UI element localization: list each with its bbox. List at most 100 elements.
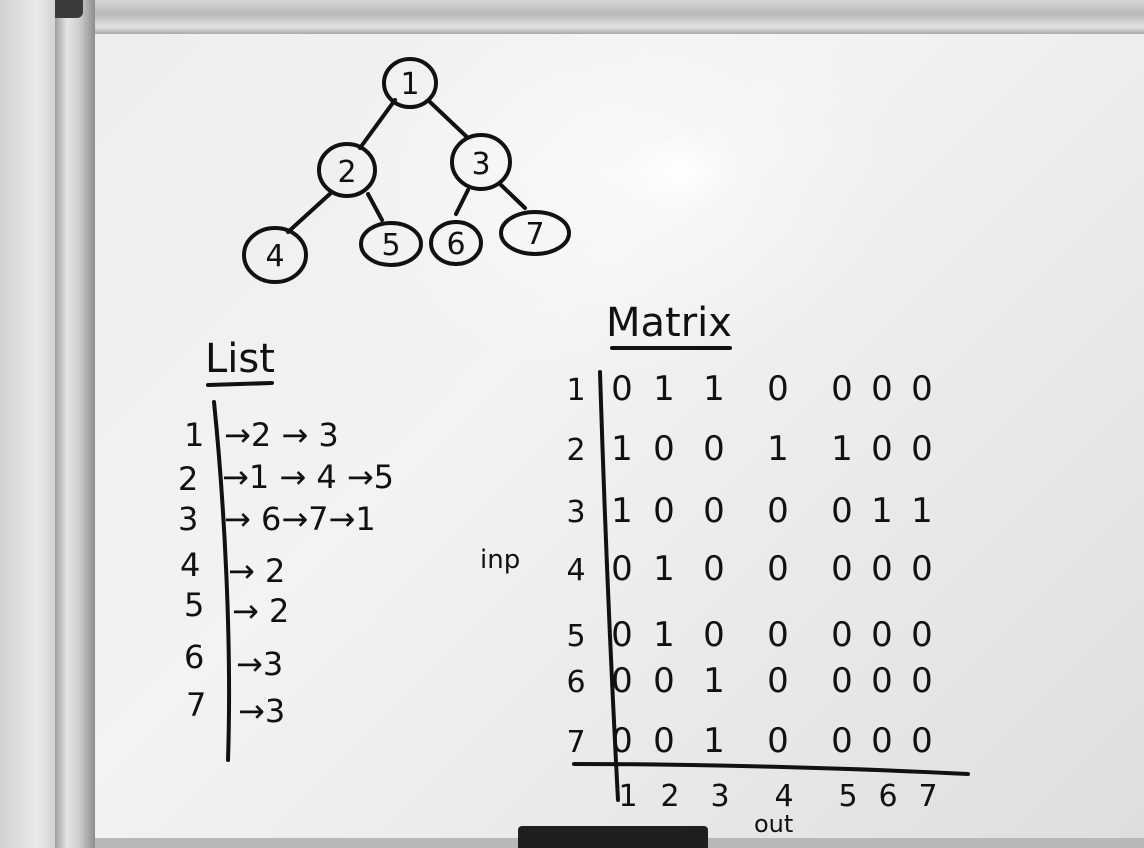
wall: [0, 0, 62, 848]
binary-tree: [242, 57, 571, 284]
tree-node-circle: [242, 226, 308, 284]
matrix-cell: 0: [703, 615, 725, 655]
tree-node-circle: [317, 142, 377, 198]
whiteboard-frame-top: [55, 0, 1144, 34]
eraser: [518, 826, 708, 848]
tree-node-circle: [382, 57, 438, 109]
adjacency-list: List 1 →2 → 3 2 →1 → 4 →5 3 → 6→7→1 4 → …: [178, 336, 394, 762]
tree-node-circle: [499, 210, 571, 256]
list-title: List: [205, 336, 275, 382]
matrix-col-label: 7: [918, 779, 937, 814]
list-divider: [212, 400, 232, 762]
matrix-cell: 0: [911, 615, 933, 655]
matrix-row-label: 1: [566, 373, 585, 408]
matrix-horizontal-axis: [572, 762, 970, 776]
list-row-edges: →2 → 3: [224, 416, 339, 454]
tree-edge: [428, 100, 470, 140]
tree-node-label: 7: [525, 217, 544, 252]
matrix-col-label: 3: [710, 779, 729, 814]
list-row-node: 6: [184, 638, 204, 676]
matrix-col-label: 4: [774, 779, 793, 814]
matrix-cell: 0: [911, 661, 933, 701]
list-row-node: 4: [180, 546, 200, 584]
tree-node-label: 4: [265, 239, 284, 274]
matrix-cell: 0: [871, 661, 893, 701]
matrix-cell: 1: [653, 549, 675, 589]
tree-node-label: 6: [446, 227, 465, 262]
list-row-edges: →1 → 4 →5: [222, 458, 394, 496]
list-row-edges: → 6→7→1: [224, 500, 376, 538]
tree-node-label: 5: [381, 228, 400, 263]
matrix-cell: 0: [871, 369, 893, 409]
matrix-row-label: 6: [566, 665, 585, 700]
list-row-edges: →3: [238, 692, 285, 730]
list-row-node: 5: [184, 586, 204, 624]
whiteboard: [95, 34, 1144, 848]
matrix-col-label: 1: [618, 779, 637, 814]
tree-node-circle: [359, 221, 423, 267]
matrix-vertical-axis: [598, 370, 620, 802]
list-row-edges: →3: [236, 645, 283, 683]
whiteboard-frame-left: [55, 0, 95, 848]
matrix-cell: 0: [767, 491, 789, 531]
list-title-underline: [206, 381, 274, 387]
matrix-row-label: 3: [566, 495, 585, 530]
matrix-cell: 1: [871, 491, 893, 531]
tree-edge: [366, 192, 384, 222]
matrix-cell: 0: [767, 721, 789, 761]
matrix-cell: 1: [703, 721, 725, 761]
matrix-cell: 0: [831, 661, 853, 701]
tree-node-labels: 1 2 3 4 5 6 7: [265, 67, 544, 274]
matrix-cell: 0: [611, 661, 633, 701]
matrix-cell: 0: [767, 369, 789, 409]
matrix-row-label: 7: [566, 725, 585, 760]
matrix-cell: 1: [611, 429, 633, 469]
tree-edge: [498, 182, 527, 210]
list-row-node: 1: [184, 416, 204, 454]
matrix-cell: 0: [767, 549, 789, 589]
tree-node-label: 2: [337, 155, 356, 190]
matrix-cell: 0: [871, 429, 893, 469]
matrix-cell: 0: [831, 721, 853, 761]
matrix-cell: 1: [911, 491, 933, 531]
tree-node-label: 3: [471, 147, 490, 182]
matrix-cell: 0: [703, 491, 725, 531]
matrix-cell: 0: [611, 721, 633, 761]
matrix-cell: 0: [911, 369, 933, 409]
matrix-cell: 0: [653, 429, 675, 469]
matrix-col-label: 6: [878, 779, 897, 814]
matrix-row-label: 4: [566, 553, 585, 588]
matrix-row-label: 2: [566, 433, 585, 468]
frame-corner: [55, 0, 83, 18]
matrix-bottom-label: out: [754, 810, 793, 838]
matrix-cell: 0: [611, 615, 633, 655]
matrix-cell: 0: [653, 661, 675, 701]
matrix-cell: 0: [911, 429, 933, 469]
matrix-cell: 1: [831, 429, 853, 469]
matrix-cell: 1: [703, 661, 725, 701]
matrix-cell: 0: [703, 429, 725, 469]
matrix-row-label: 5: [566, 619, 585, 654]
tree-edge: [358, 98, 397, 150]
matrix-cell: 0: [871, 549, 893, 589]
matrix-cell: 0: [831, 369, 853, 409]
matrix-col-label: 2: [660, 779, 679, 814]
list-row-node: 2: [178, 460, 198, 498]
tree-edge: [454, 188, 470, 216]
matrix-cell: 1: [653, 615, 675, 655]
matrix-cell: 0: [653, 491, 675, 531]
matrix-cell: 0: [767, 615, 789, 655]
list-row-edges: → 2: [228, 552, 285, 590]
matrix-cell: 1: [703, 369, 725, 409]
matrix-cell: 0: [653, 721, 675, 761]
matrix-col-label: 5: [838, 779, 857, 814]
matrix-side-label: inp: [480, 545, 520, 575]
matrix-cell: 0: [831, 615, 853, 655]
matrix-title: Matrix: [606, 300, 732, 346]
tree-node-circle: [450, 133, 512, 191]
matrix-cell: 1: [653, 369, 675, 409]
matrix-cell: 0: [767, 661, 789, 701]
list-row-node: 7: [186, 686, 206, 724]
